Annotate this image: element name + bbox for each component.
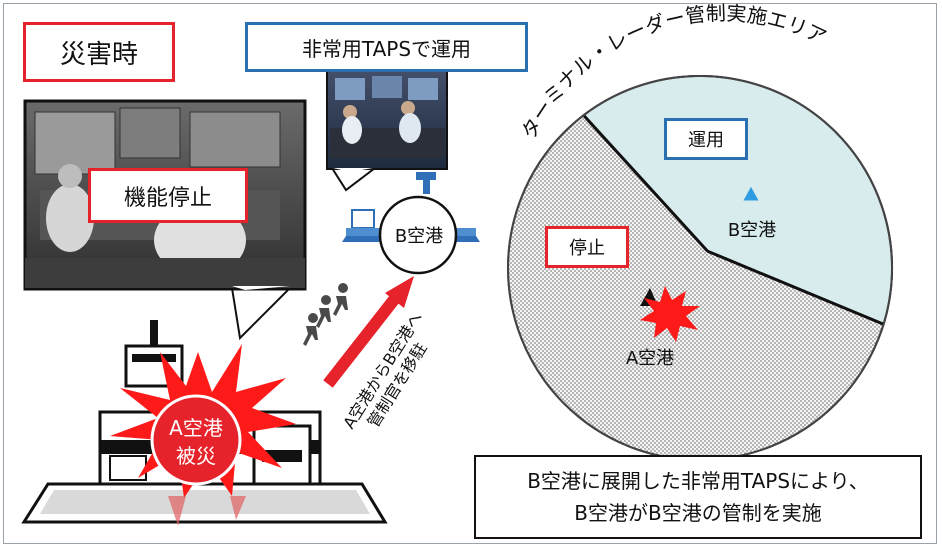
transfer-arrow bbox=[323, 276, 414, 388]
b-airport-map-label: B空港 bbox=[727, 220, 777, 241]
a-airport-damage-line2: 被災 bbox=[176, 444, 216, 468]
a-airport-damage-line1: A空港 bbox=[169, 416, 223, 440]
operation-label: 運用 bbox=[664, 118, 748, 160]
function-stop-label: 機能停止 bbox=[88, 168, 248, 223]
a-airport-map-label: A空港 bbox=[625, 348, 675, 369]
b-airport-circle bbox=[378, 195, 458, 275]
a-airport-explosion-icon bbox=[640, 286, 700, 342]
summary-box: B空港に展開した非常用TAPSにより、 B空港がB空港の管制を実施 bbox=[474, 455, 922, 539]
disaster-label: 災害時 bbox=[23, 22, 175, 82]
a-airport-damage-circle bbox=[150, 394, 242, 486]
a-airport-damage-label: A空港 被災 bbox=[152, 412, 240, 472]
summary-line1: B空港に展開した非常用TAPSにより、 bbox=[527, 469, 869, 493]
b-airport-icon-label: B空港 bbox=[394, 226, 444, 247]
figure-frame bbox=[3, 3, 937, 544]
summary-line2: B空港がB空港の管制を実施 bbox=[574, 501, 822, 525]
stop-label: 停止 bbox=[545, 226, 629, 268]
emergency-taps-label: 非常用TAPSで運用 bbox=[245, 22, 528, 72]
people-moving-icon bbox=[303, 283, 348, 346]
transfer-label: A空港からB空港へ 管制官を移駐 bbox=[339, 308, 430, 432]
b-airport-marker-icon bbox=[743, 186, 759, 201]
b-airport-photo bbox=[326, 69, 448, 192]
